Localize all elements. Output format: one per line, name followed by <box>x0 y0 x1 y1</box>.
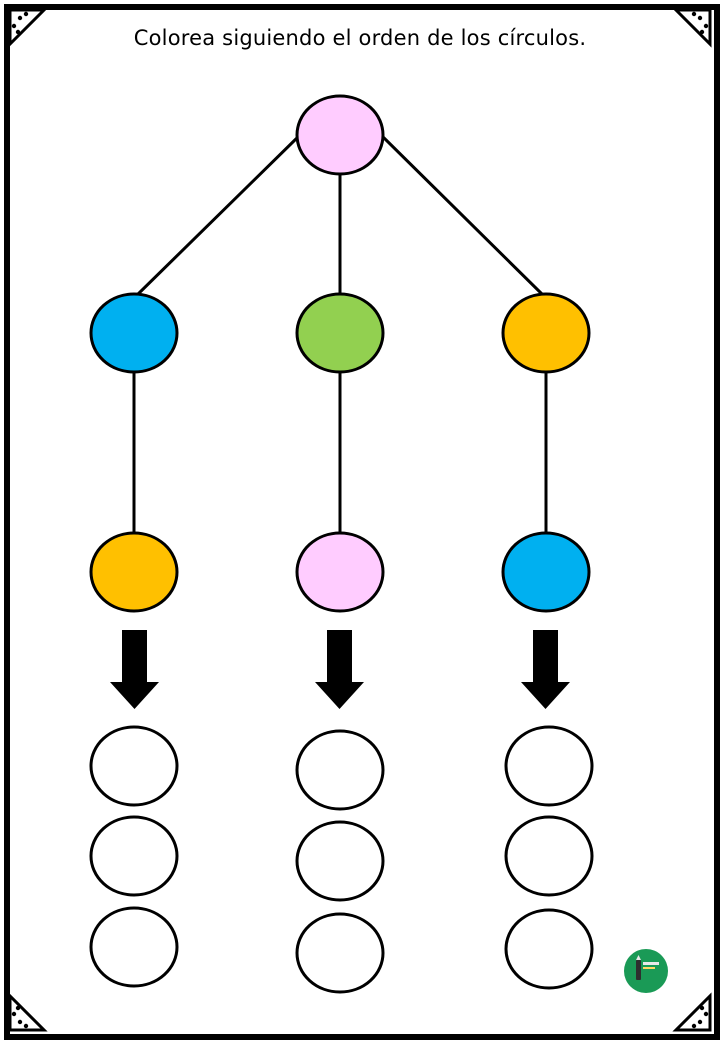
answer-circle-right-3[interactable] <box>504 908 594 990</box>
answer-circle-right-2[interactable] <box>504 815 594 897</box>
branch-middle-second-circle <box>295 531 385 613</box>
branch-middle-first-circle <box>295 292 385 374</box>
root-circle <box>295 94 385 176</box>
instruction-title: Colorea siguiendo el orden de los círcul… <box>133 26 587 50</box>
page-border <box>4 4 720 1040</box>
corner-top-left-icon <box>8 8 48 48</box>
corner-top-right-icon <box>672 8 712 48</box>
connector-root-right <box>379 133 548 300</box>
branch-right-first-circle <box>501 292 591 374</box>
corner-bottom-right-icon <box>672 992 712 1032</box>
answer-circle-left-1[interactable] <box>89 725 179 807</box>
arrow-down-icon <box>110 630 159 709</box>
answer-circle-left-3[interactable] <box>89 906 179 988</box>
arrow-down-icon <box>521 630 570 709</box>
answer-circle-middle-2[interactable] <box>295 820 385 902</box>
corner-bottom-left-icon <box>8 992 48 1032</box>
answer-circle-middle-1[interactable] <box>295 729 385 811</box>
answer-circle-right-1[interactable] <box>504 725 594 807</box>
branch-left-first-circle <box>89 292 179 374</box>
connector-root-left <box>132 133 302 300</box>
branch-right-second-circle <box>501 531 591 613</box>
branch-left-second-circle <box>89 531 179 613</box>
answer-circle-middle-3[interactable] <box>295 912 385 994</box>
arrow-down-icon <box>315 630 364 709</box>
answer-circle-left-2[interactable] <box>89 815 179 897</box>
pencil-logo-icon <box>624 949 668 993</box>
